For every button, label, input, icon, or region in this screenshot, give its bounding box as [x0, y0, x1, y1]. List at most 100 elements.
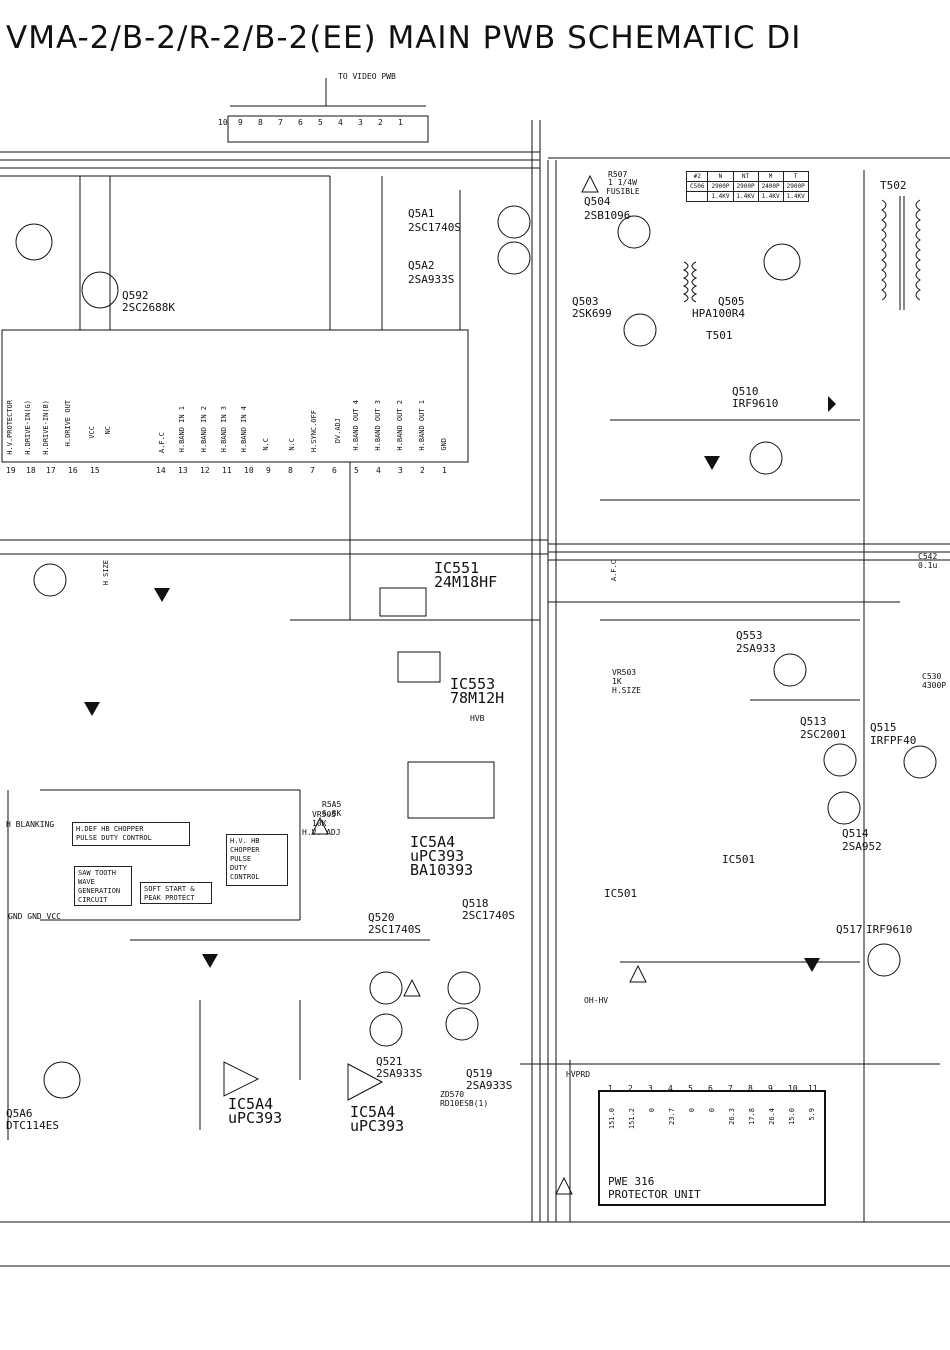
ic-pin-label: NC [104, 426, 112, 435]
q5a1-type: 2SC1740S [408, 221, 461, 234]
ic-pin-number: 18 [26, 466, 36, 475]
table-cell: 1.4KV [732, 191, 759, 202]
q520-type: 2SC1740S [368, 923, 421, 936]
c530-label: C530 [922, 672, 942, 681]
connector-pin: 7 [278, 118, 283, 127]
q517-label: Q517 [836, 923, 863, 936]
c530-value: 4300P [922, 681, 947, 690]
ic-pin-label: H.BAND IN 4 [240, 406, 248, 453]
vr505-note: H.V. ADJ [302, 828, 341, 837]
q5a2-label: Q5A2 [408, 259, 435, 272]
q513-label: Q513 [800, 715, 827, 728]
q521-type: 2SA933S [376, 1067, 423, 1080]
r507-value: 1 1/4W [608, 178, 637, 187]
hsize-net-label: H SIZE [102, 560, 110, 586]
ic-pin-number: 2 [420, 466, 425, 475]
capacitor-table: #2 N NT M T C506 2900P 2900P 2400P 2900P… [685, 171, 809, 202]
q519-label: Q519 [466, 1067, 493, 1080]
protector-voltage: 151.2 [628, 1108, 636, 1130]
sawtooth-block: SAW TOOTH WAVE GENERATION CIRCUIT [74, 866, 132, 906]
ic-pin-number: 13 [178, 466, 188, 475]
q505-label: Q505 [718, 295, 745, 308]
ic-pin-label: H.DRIVE-IN(B) [42, 400, 50, 455]
protector-pin: 11 [808, 1084, 818, 1093]
q592-type: 2SC2688K [122, 301, 175, 314]
ic-pin-label: N.C [262, 438, 270, 451]
protector-voltage: 0 [708, 1108, 716, 1113]
ic-pin-label: DV.ADJ [334, 418, 342, 444]
table-cell: 1.4KV [782, 191, 809, 202]
ic-pin-number: 14 [156, 466, 166, 475]
ic5a4-lower1-type: uPC393 [228, 1109, 283, 1127]
protector-pin: 5 [688, 1084, 693, 1093]
protector-pin: 3 [648, 1084, 653, 1093]
q5a6-type: DTC114ES [6, 1119, 59, 1132]
table-header: #2 [685, 171, 709, 182]
hv-chopper-block: H.V. HB CHOPPER PULSE DUTY CONTROL [226, 834, 288, 886]
q503-label: Q503 [572, 295, 599, 308]
blanking-label: H BLANKING [6, 820, 55, 829]
q504-label: Q504 [584, 195, 611, 208]
r507-note: FUSIBLE [606, 187, 640, 196]
ic-pin-number: 7 [310, 466, 315, 475]
hvb-net-label: HVB [470, 714, 485, 723]
ic-pin-number: 9 [266, 466, 271, 475]
protector-pin: 10 [788, 1084, 798, 1093]
protector-pin: 9 [768, 1084, 773, 1093]
protector-pin: 8 [748, 1084, 753, 1093]
afc-net-label: A.F.C [610, 560, 618, 582]
ohv-net-label: OH-HV [584, 996, 609, 1005]
q553-label: Q553 [736, 629, 763, 642]
table-cell: 2400P [757, 181, 784, 192]
table-header: NT [732, 171, 759, 182]
table-header: M [757, 171, 784, 182]
table-cell: 2900P [732, 181, 759, 192]
vr503-value: 1K [612, 677, 622, 686]
q514-label: Q514 [842, 827, 869, 840]
protector-voltage: 26.3 [728, 1108, 736, 1125]
ic-pin-number: 16 [68, 466, 78, 475]
protector-pin: 4 [668, 1084, 673, 1093]
softstart-block: SOFT START & PEAK PROTECT [140, 882, 212, 904]
ic-pin-number: 5 [354, 466, 359, 475]
protector-voltage: 26.4 [768, 1108, 776, 1125]
connector-pin: 6 [298, 118, 303, 127]
ic-pin-label: H.BAND IN 3 [220, 406, 228, 453]
protector-pin: 1 [608, 1084, 613, 1093]
connector-pin: 1 [398, 118, 403, 127]
ic5a4-lower1-label: IC5A4 [228, 1095, 274, 1113]
ic-pin-label: H.DRIVE-IN(G) [24, 400, 32, 455]
q592-label: Q592 [122, 289, 149, 302]
vr505-label: VR505 [312, 810, 337, 819]
protector-name: PWE 316 [608, 1175, 655, 1188]
q515-label: Q515 [870, 721, 897, 734]
ic-pin-label: H.BAND IN 2 [200, 406, 208, 453]
ic5a4-type1: uPC393 [410, 847, 465, 865]
ic-pin-number: 11 [222, 466, 232, 475]
ic501-label: IC501 [604, 887, 638, 900]
q517-type: IRF9610 [866, 923, 913, 936]
q519-type: 2SA933S [466, 1079, 513, 1092]
ic-pin-label: H.SYNC.OFF [310, 410, 318, 453]
ic-pin-label: H.BAND IN 1 [178, 406, 186, 453]
t501-label: T501 [706, 329, 733, 342]
vr503-note: H.SIZE [612, 686, 641, 695]
connector-pin: 9 [238, 118, 243, 127]
ic-pin-label: H.BAND OUT 2 [396, 400, 404, 451]
q515-type: IRFPF40 [870, 734, 917, 747]
ic-pin-number: 10 [244, 466, 254, 475]
ic-pin-number: 1 [442, 466, 447, 475]
protector-voltage: 23.7 [668, 1108, 676, 1125]
protector-voltage: 15.0 [788, 1108, 796, 1125]
ic5a4-label: IC5A4 [410, 833, 456, 851]
table-cell: 1.4KV [707, 191, 734, 202]
protector-pin: 2 [628, 1084, 633, 1093]
ic-pin-number: 3 [398, 466, 403, 475]
protector-voltage: 151.0 [608, 1108, 616, 1130]
gnd-vcc-label: GND GND VCC [8, 912, 61, 921]
protector-pin: 7 [728, 1084, 733, 1093]
c542-label: C542 [918, 552, 938, 561]
hdef-block: H.DEF HB CHOPPER PULSE DUTY CONTROL [72, 822, 190, 846]
protector-unit-box [598, 1090, 826, 1206]
